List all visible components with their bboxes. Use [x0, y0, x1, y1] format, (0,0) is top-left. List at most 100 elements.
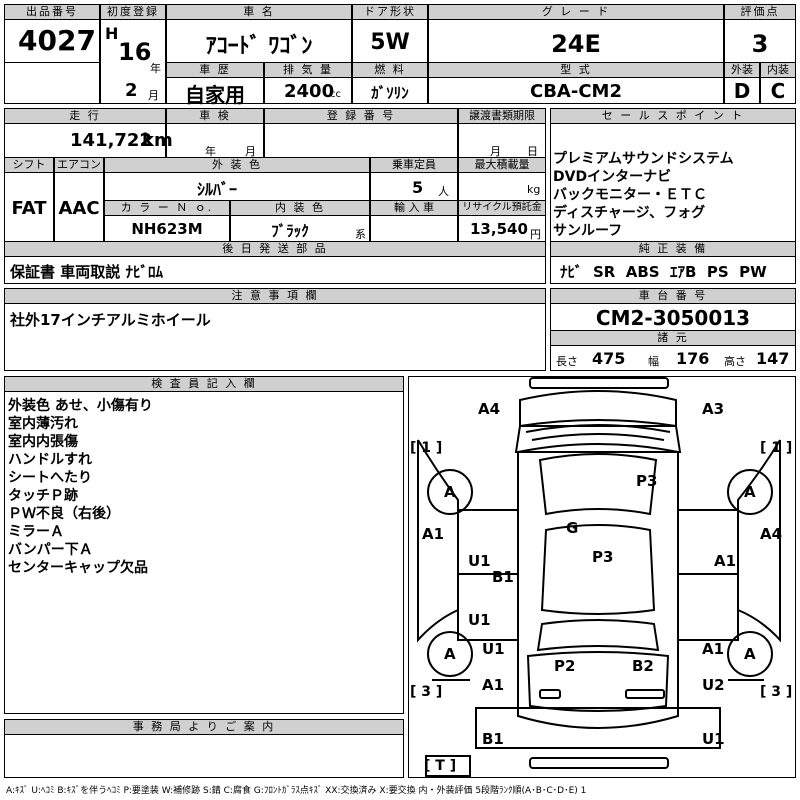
exterior-label: 外装 — [724, 62, 760, 78]
door-label: ドア形状 — [352, 4, 428, 20]
sales-point-2: DVDインターナビ — [553, 169, 672, 185]
mark-right-1: [ 1 ] — [760, 440, 793, 456]
mark-left-3: [ 3 ] — [410, 684, 443, 700]
mark-glass-g: G — [566, 519, 579, 537]
ac-label: エアコン — [54, 157, 104, 173]
reg-year: 16 — [118, 38, 152, 66]
mark-spare-t: [ T ] — [424, 758, 457, 774]
equipment-box — [550, 256, 796, 284]
mark-rear-right-wheel-a: A — [744, 645, 756, 663]
displacement: 2400 — [284, 81, 335, 102]
later-parts: 保証書 車両取説 ﾅﾋﾞﾛﾑ — [10, 263, 163, 281]
mark-tailgate-p2: P2 — [554, 657, 576, 675]
capacity: 5 — [412, 178, 424, 197]
exterior-grade: D — [733, 79, 751, 103]
displacement-unit: cc — [330, 89, 341, 100]
mark-right-fender-a4: A4 — [760, 525, 783, 543]
width: 176 — [676, 349, 710, 368]
mark-rear-right-u2: U2 — [702, 676, 725, 694]
height: 147 — [756, 349, 790, 368]
mark-roof-p3: P3 — [592, 548, 614, 566]
mileage-unit: km — [142, 130, 173, 151]
height-label: 高さ — [724, 355, 746, 368]
year-unit: 年 — [150, 62, 161, 75]
sales-point-4: ディスチャージ、フォグ — [553, 205, 706, 221]
inspector-line-7: ＰＷ不良（右後） — [8, 506, 120, 522]
mark-left-rear-door-u1: U1 — [468, 611, 491, 629]
notes-box — [4, 303, 546, 371]
sales-point-3: バックモニター・ＥＴＣ — [553, 187, 707, 203]
length-label: 長さ — [556, 355, 578, 368]
max-load-unit: kg — [527, 183, 541, 196]
mark-front-right-wheel-a: A — [744, 483, 756, 501]
notes-text: 社外17インチアルミホイール — [10, 311, 211, 329]
interior-box — [760, 77, 796, 104]
sales-point-5: サンルーフ — [553, 223, 623, 239]
capacity-unit: 人 — [438, 185, 449, 198]
recycle-unit: 円 — [530, 228, 541, 241]
car-name: ｱｺｰﾄﾞ ﾜｺﾞﾝ — [205, 34, 313, 59]
fuel-box — [352, 77, 428, 104]
office-box — [4, 734, 404, 778]
lot-number: 4027 — [18, 24, 96, 57]
mileage: 141,722 — [70, 130, 152, 151]
mark-right-3: [ 3 ] — [760, 684, 793, 700]
inspector-box — [4, 391, 404, 714]
history-box — [166, 77, 264, 104]
transfer-month-unit: 月 — [490, 145, 501, 158]
era: H — [105, 24, 119, 43]
inspector-line-8: ミラーＡ — [8, 524, 64, 540]
color-no-label: カ ラ ー Ｎ ｏ. — [104, 200, 230, 216]
ext-color-label: 外 装 色 — [104, 157, 370, 173]
first-reg-label: 初度登録 — [100, 4, 166, 20]
mark-right-front-door-a1: A1 — [714, 552, 737, 570]
transfer-day-unit: 日 — [527, 145, 538, 158]
recycle-fee: 13,540 — [470, 220, 528, 238]
exterior-box — [724, 77, 760, 104]
color-number: NH623M — [131, 220, 203, 238]
mark-front-right-a3: A3 — [702, 400, 725, 418]
later-parts-box — [4, 256, 546, 284]
mark-tailgate-b2: B2 — [632, 657, 654, 675]
mark-windshield-p3: P3 — [636, 472, 658, 490]
first-reg-box — [100, 19, 166, 104]
displacement-label: 排 気 量 — [264, 62, 352, 78]
mark-left-fender-a1: A1 — [422, 525, 445, 543]
int-color: ﾌﾞﾗｯｸ — [271, 222, 309, 240]
inspector-line-4: ハンドルすれ — [8, 452, 92, 468]
inspector-line-6: タッチＰ跡 — [8, 488, 78, 504]
shift-label: シフト — [4, 157, 54, 173]
mark-right-quarter-a1: A1 — [702, 640, 725, 658]
interior-label: 内装 — [760, 62, 796, 78]
model-box — [428, 77, 724, 104]
inspector-line-10: センターキャップ欠品 — [8, 560, 148, 576]
lot-empty-box — [4, 62, 100, 104]
sales-point-1: プレミアムサウンドシステム — [553, 151, 734, 167]
inspector-line-2: 室内薄汚れ — [8, 416, 78, 432]
ext-color: ｼﾙﾊﾞｰ — [196, 180, 237, 199]
shift: FAT — [11, 198, 47, 219]
car-diagram-box — [408, 376, 796, 778]
inspector-line-9: バンパー下Ａ — [8, 542, 93, 558]
office-label: 事 務 局 よ り ご 案 内 — [4, 719, 404, 735]
displacement-box — [264, 77, 352, 104]
score: 3 — [751, 30, 769, 58]
mark-rear-left-a1: A1 — [482, 676, 505, 694]
history: 自家用 — [185, 83, 245, 107]
mark-left-quarter-u1: U1 — [482, 640, 505, 658]
model: CBA-CM2 — [530, 81, 622, 102]
chassis-number: CM2-3050013 — [595, 306, 751, 330]
equipment: ﾅﾋﾞ SR ABS ｴｱB PS PW — [560, 263, 767, 281]
inspection-month-unit: 月 — [245, 145, 256, 158]
fuel: ｶﾞｿﾘﾝ — [371, 84, 409, 102]
mark-rear-bumper-b1: B1 — [482, 730, 504, 748]
month-unit: 月 — [148, 89, 159, 102]
spec-box — [550, 345, 796, 371]
mark-front-left-wheel-a: A — [444, 483, 456, 501]
mark-left-1: [ 1 ] — [410, 440, 443, 456]
sales-label: セ ー ル ス ポ イ ン ト — [550, 108, 796, 124]
inspector-line-5: シートへたり — [8, 470, 92, 486]
mark-left-pillar-b1: B1 — [492, 568, 514, 586]
inspection-year-unit: 年 — [205, 145, 216, 158]
